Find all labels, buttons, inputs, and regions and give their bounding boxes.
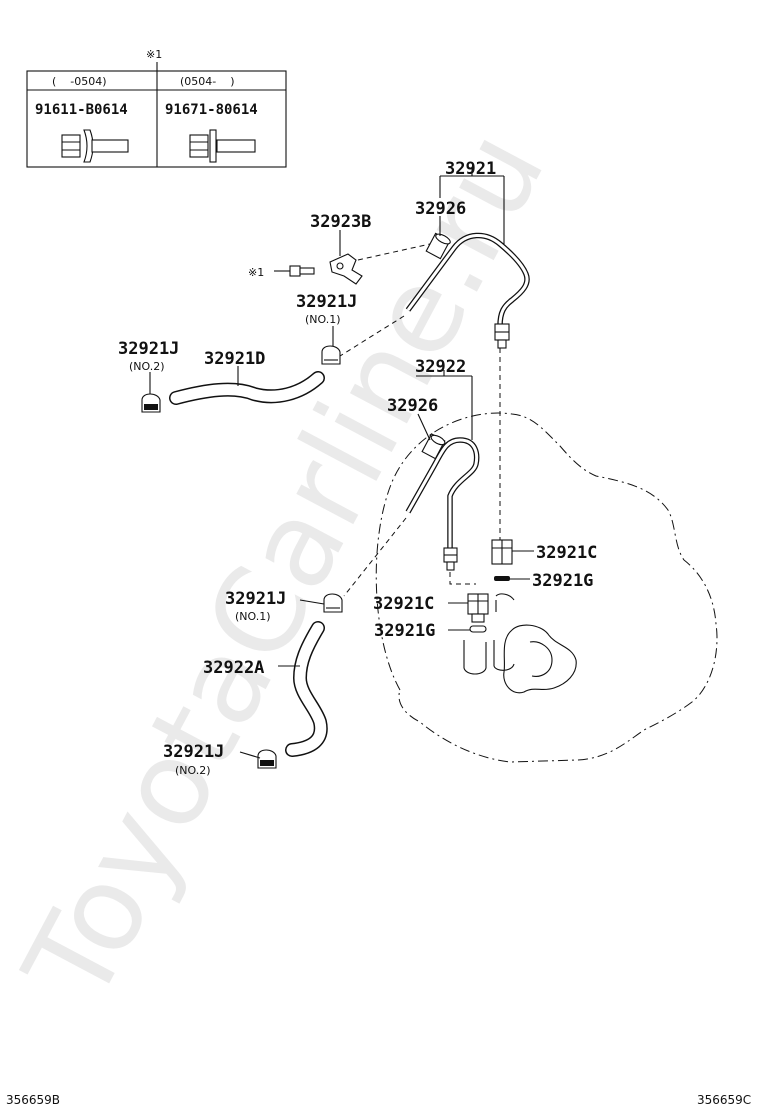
footer-code-left: 356659B: [6, 1093, 60, 1107]
label-32921J-mid[interactable]: 32921J: [225, 589, 286, 609]
label-32921G-right[interactable]: 32921G: [532, 571, 593, 591]
table-col2-range: (0504- ): [180, 75, 235, 88]
pipe-fitting-lower: [443, 547, 458, 571]
label-32921D[interactable]: 32921D: [204, 349, 265, 369]
label-32922A[interactable]: 32922A: [203, 658, 264, 678]
clip-32921J-no1-mid[interactable]: [323, 593, 343, 613]
port-lip-upper: [495, 593, 515, 601]
union-32921C-mid[interactable]: [467, 593, 489, 623]
label-32921J-bottom[interactable]: 32921J: [163, 742, 224, 762]
label-no1-upper: (NO.1): [305, 313, 341, 326]
leader-32921J-bottom: [239, 751, 261, 759]
label-no1-mid: (NO.1): [235, 610, 271, 623]
leader-dash-pipe-to-clip: [339, 315, 405, 357]
leader-32921J-mid: [299, 599, 325, 605]
port-sleeve-left: [463, 640, 487, 675]
clip-32921J-no1-upper[interactable]: [321, 345, 341, 365]
label-32921J-left[interactable]: 32921J: [118, 339, 179, 359]
bracket-32923B[interactable]: [329, 253, 363, 285]
watermark: ToyotaCarline.ru: [0, 109, 571, 1024]
leader-dash-lower-pipe-to-clip: [343, 517, 407, 597]
label-32923B[interactable]: 32923B: [310, 212, 371, 232]
label-no2-bottom: (NO.2): [175, 764, 211, 777]
flange-bolt-icon: [189, 129, 256, 163]
leader-32921: [439, 168, 505, 244]
label-32921C-mid[interactable]: 32921C: [373, 594, 434, 614]
leader-32926-mid: [417, 413, 431, 441]
note1-ref: ※1: [248, 266, 264, 279]
note-mark-table: ※1: [146, 48, 162, 61]
label-32921[interactable]: 32921: [445, 159, 496, 179]
port-sleeve-right: [493, 640, 515, 671]
label-32921C-right[interactable]: 32921C: [536, 543, 597, 563]
bolt-note1[interactable]: [289, 265, 315, 277]
label-32926-upper[interactable]: 32926: [415, 199, 466, 219]
table-col1-part-number[interactable]: 91611-B0614: [35, 102, 128, 118]
gasket-32921G-right[interactable]: [494, 576, 510, 581]
gasket-32921G-mid[interactable]: [469, 625, 487, 633]
leader-dash-lower-to-union: [449, 572, 476, 585]
table-col2-part-number[interactable]: 91671-80614: [165, 102, 258, 118]
bolt-variant-table: ( -0504) (0504- ) 91611-B0614 91671-8061…: [26, 70, 287, 168]
footer-code-right: 356659C: [697, 1093, 751, 1107]
transmission-boss-outline: [503, 624, 577, 694]
leader-32922: [416, 370, 473, 440]
label-32926-mid[interactable]: 32926: [387, 396, 438, 416]
label-32921G-mid[interactable]: 32921G: [374, 621, 435, 641]
label-32921J-upper[interactable]: 32921J: [296, 292, 357, 312]
clip-32921J-no2-left[interactable]: [141, 393, 161, 413]
cap-32926-lower[interactable]: [421, 433, 446, 460]
label-no2-left: (NO.2): [129, 360, 165, 373]
leader-dash-bracket-to-pipe: [357, 243, 431, 261]
table-col1-range: ( -0504): [52, 75, 107, 88]
union-32921C-right[interactable]: [491, 539, 513, 565]
clip-32921J-no2-bottom[interactable]: [257, 749, 277, 769]
pipe-fitting-upper: [494, 323, 510, 349]
transmission-boss-detail: [529, 641, 553, 677]
flange-bolt-washer-icon: [61, 129, 129, 163]
label-32922[interactable]: 32922: [415, 357, 466, 377]
cap-32926-upper[interactable]: [425, 232, 451, 260]
transmission-case-outline: [375, 412, 718, 763]
